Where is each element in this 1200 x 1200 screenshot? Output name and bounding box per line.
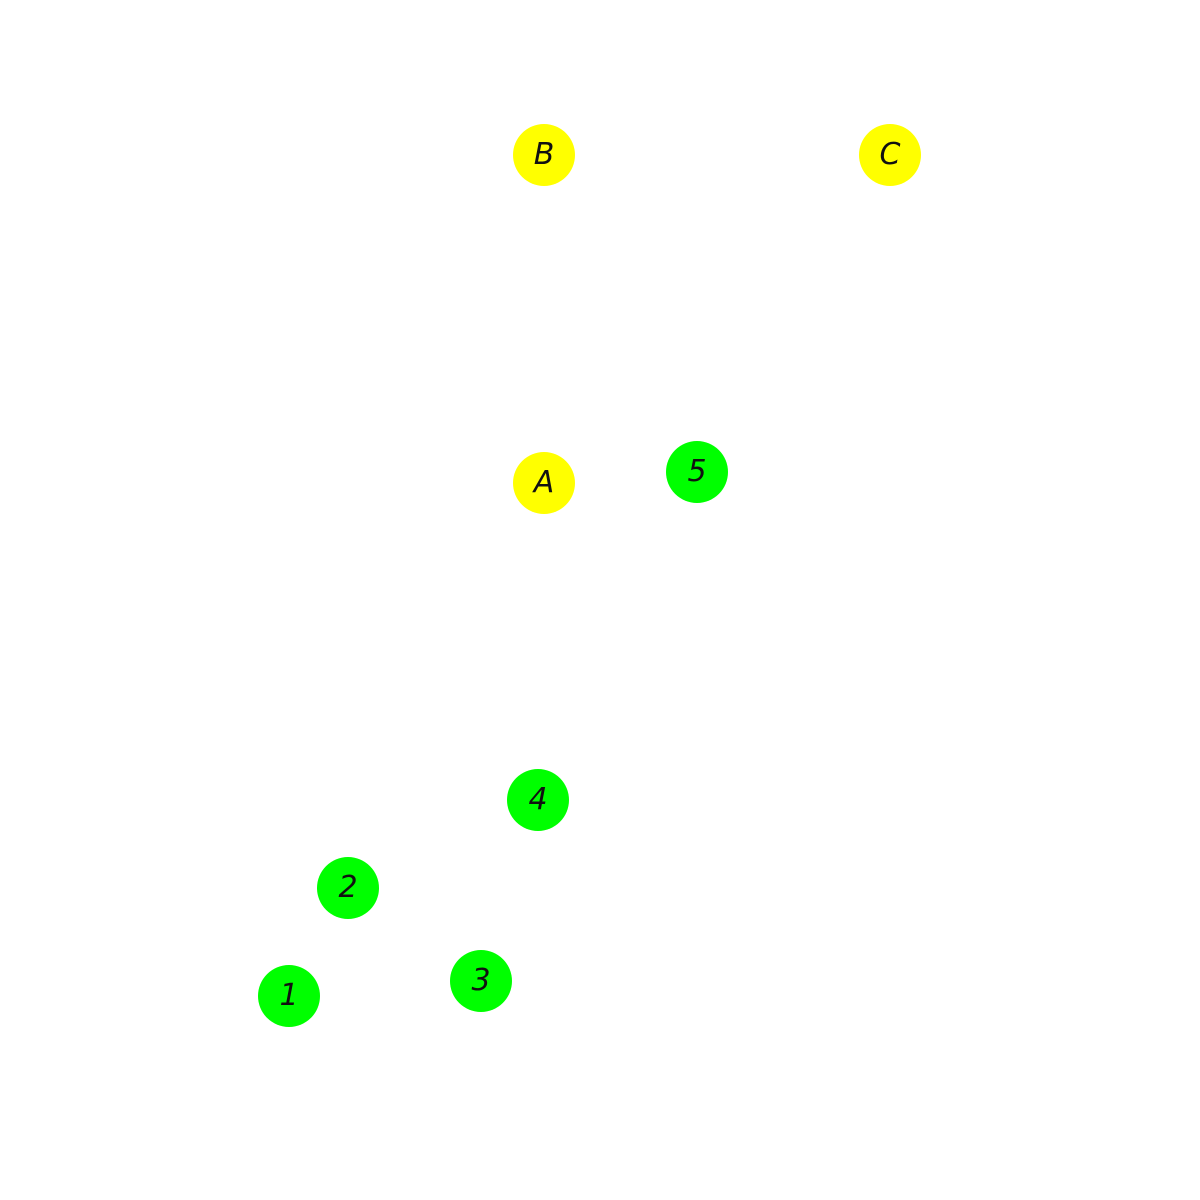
node-c: C [859, 124, 921, 186]
node-a-label: A [533, 465, 555, 500]
node-c-label: C [879, 137, 901, 172]
node-4-label: 4 [528, 782, 548, 817]
node-5: 5 [666, 441, 728, 503]
node-3-label: 3 [471, 963, 491, 998]
node-5-label: 5 [687, 454, 707, 489]
node-4: 4 [507, 769, 569, 831]
node-b: B [513, 124, 575, 186]
node-1: 1 [258, 965, 320, 1027]
node-a: A [513, 452, 575, 514]
node-2: 2 [317, 857, 379, 919]
node-3: 3 [450, 950, 512, 1012]
node-b-label: B [533, 137, 555, 172]
node-1-label: 1 [279, 978, 299, 1013]
node-2-label: 2 [338, 870, 358, 905]
